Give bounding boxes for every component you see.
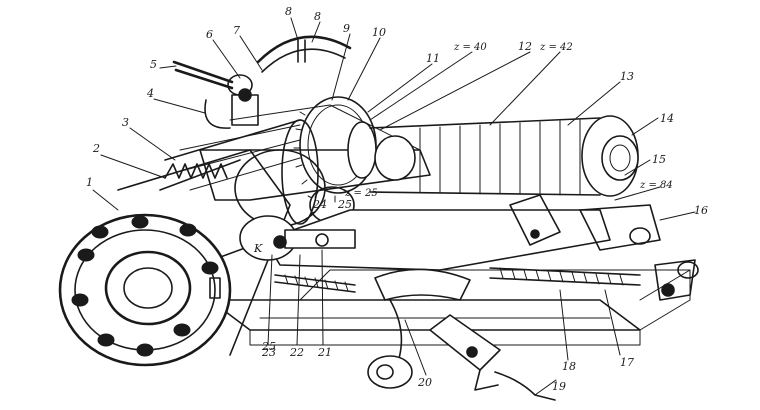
callout-25b: 25 (261, 340, 276, 353)
callout-24: 24 (312, 198, 327, 211)
callout-2: 2 (92, 142, 100, 155)
callout-1: 1 (86, 176, 93, 189)
gear-label-z84: z = 84 (639, 180, 673, 191)
callout-20: 20 (417, 376, 432, 389)
callout-12: 12 (518, 40, 532, 53)
callout-5: 5 (150, 58, 157, 71)
callout-labels: 1 2 3 4 5 6 7 8 8 9 10 11 12 13 14 15 16… (86, 5, 708, 393)
machine-bed (209, 269, 691, 346)
callout-4: 4 (146, 87, 154, 100)
slide-carriage (239, 194, 611, 271)
callout-17: 17 (620, 356, 634, 369)
callout-8a: 8 (285, 5, 292, 18)
callout-10: 10 (372, 26, 386, 39)
callout-11: 11 (426, 52, 440, 65)
callout-18: 18 (562, 360, 576, 373)
callout-16: 16 (694, 204, 708, 217)
callout-19: 19 (552, 380, 566, 393)
callout-25a: 25 (337, 198, 352, 211)
gear-z40 (293, 96, 377, 203)
lever-handle (172, 60, 259, 129)
callout-k: K (253, 242, 263, 255)
callout-3: 3 (122, 116, 129, 129)
sector-gear (256, 35, 352, 73)
cam-lever (367, 268, 556, 401)
callout-14: 14 (660, 112, 674, 125)
gear-label-z25: z = 25 (344, 188, 378, 199)
leader-lines (92, 17, 696, 396)
callout-7: 7 (233, 24, 240, 37)
callout-8b: 8 (314, 10, 321, 23)
gear-labels: z = 40 z = 42 z = 25 z = 84 (344, 42, 673, 199)
callout-21: 21 (317, 346, 332, 359)
coil-spring (159, 159, 241, 191)
gear-z42-shaft (369, 115, 639, 197)
callout-22: 22 (289, 346, 304, 359)
callout-23: 23 (261, 346, 276, 359)
callout-9: 9 (343, 22, 350, 35)
callout-13: 13 (620, 70, 634, 83)
callout-6: 6 (206, 28, 213, 41)
turret-head (58, 149, 291, 367)
lead-screw (274, 267, 641, 293)
right-bracket (579, 204, 699, 301)
gear-label-z42: z = 42 (539, 42, 573, 53)
gear-label-z40: z = 40 (453, 42, 487, 53)
callout-15: 15 (652, 153, 666, 166)
